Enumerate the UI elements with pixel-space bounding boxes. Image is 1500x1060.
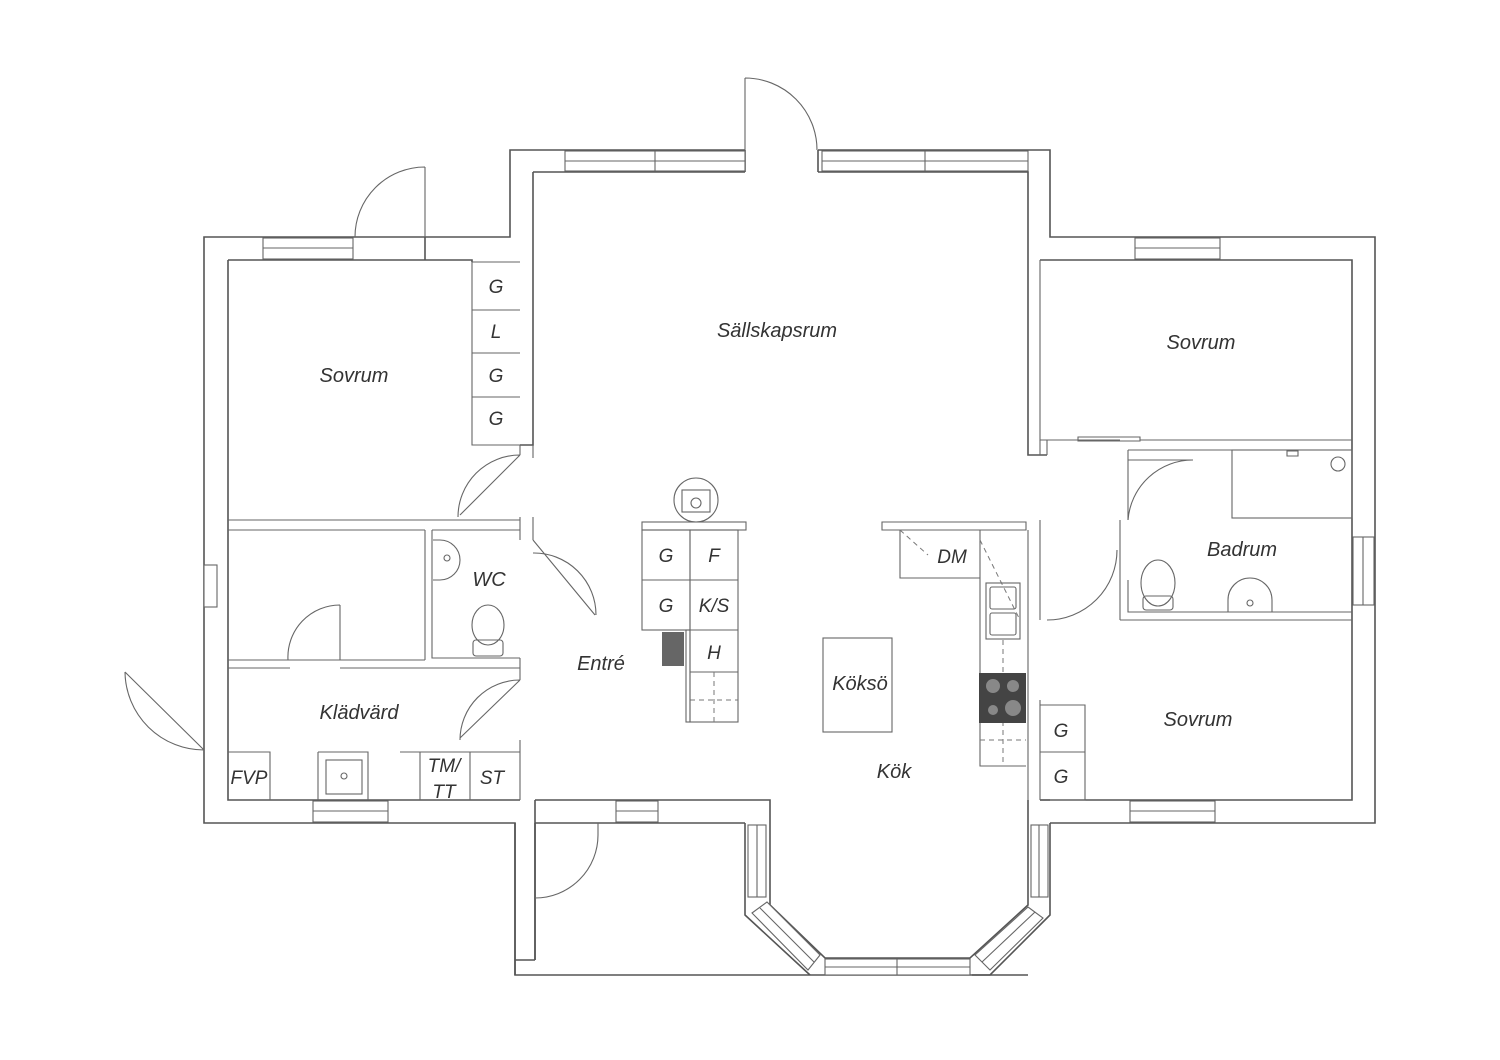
closet-nw-label: G [489,277,504,298]
island-right-label: H [707,643,721,664]
island-left-label: G [659,596,674,617]
door-north [744,77,818,151]
fvp-label: FVP [231,768,268,789]
room-labels: Sällskapsrum Sovrum Sovrum Badrum WC Ent… [320,320,1277,783]
island-right-label: F [708,546,721,567]
room-sovrum-ne: Sovrum [1167,332,1236,354]
closet-se-label: G [1054,721,1069,742]
doors [124,77,1194,899]
room-sovrum-se: Sovrum [1164,709,1233,731]
windows [203,150,1375,976]
wc-toilet-tank [472,639,504,657]
room-sovrum-nw: Sovrum [320,365,389,387]
bath-sink [1227,577,1273,612]
tmtt-label: TT [432,782,457,803]
wc-toilet-bowl [471,604,505,646]
stairs-icon [662,632,684,666]
interior-walls [228,260,1353,801]
shower-drain [1330,456,1346,472]
closet-nw-label: G [489,409,504,430]
door-kladvard [459,679,521,741]
island-right-label: K/S [699,596,730,617]
door-nw-bedroom [457,454,521,518]
door-closet [287,604,341,661]
fixtures: G L G G G G F K/S H [228,277,1346,803]
kitchen-island [822,637,893,733]
window-bay-sw [751,901,821,971]
kitchen-sink [985,582,1021,640]
exterior-walls [203,149,1376,976]
door-se-bedroom [1046,549,1118,621]
kitchen-counter: DM [881,521,1027,767]
room-kladvard: Klädvärd [320,702,400,724]
closet-se-label: G [1054,767,1069,788]
center-island: G G F K/S H [641,477,747,723]
door-ne-bedroom [1127,459,1194,521]
room-entre: Entré [577,653,625,675]
room-badrum: Badrum [1207,539,1277,561]
st-label: ST [480,768,506,789]
closet-nw-label: L [491,322,502,343]
room-kok: Kök [877,761,912,783]
tmtt-label: TM/ [428,756,462,777]
room-koksko: Köksö [832,673,888,695]
door-west [124,671,205,751]
door-nw-exterior [354,166,426,238]
stove-fireplace-icon [673,477,719,523]
wc-sink [433,539,461,581]
cooktop [979,673,1026,723]
island-left-label: G [659,546,674,567]
dishwasher-label: DM [937,547,967,568]
window-west [203,564,218,608]
room-sallskapsrum: Sällskapsrum [717,320,837,342]
door-wc [532,539,597,616]
utility-sink [325,759,363,795]
room-wc: WC [472,569,506,591]
window-bay-se [974,906,1044,971]
door-south [534,823,599,899]
bath-toilet [1140,559,1176,607]
closet-nw-label: G [489,366,504,387]
